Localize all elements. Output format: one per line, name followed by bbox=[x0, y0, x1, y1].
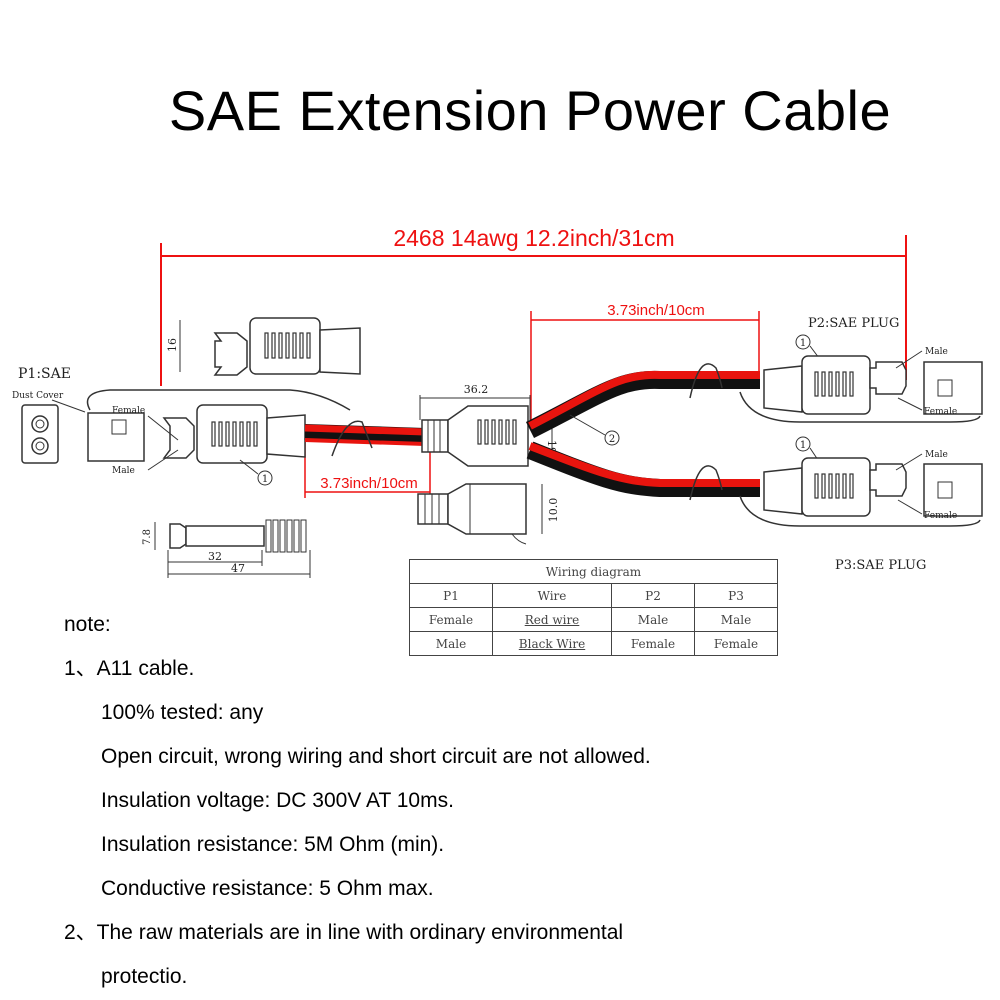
note-line: Insulation resistance: 5M Ohm (min). bbox=[101, 833, 445, 856]
p2-female-label: Female bbox=[924, 407, 957, 417]
note-item-2: 2、The raw materials are in line with ord… bbox=[64, 921, 624, 944]
wiring-cell: Male bbox=[694, 607, 778, 632]
p1-female-label: Female bbox=[112, 406, 145, 416]
lead-dimension: 3.73inch/10cm bbox=[304, 440, 431, 498]
table-row: Female Red wire Male Male bbox=[409, 607, 778, 632]
notes-section: note: 1、A11 cable. 100% tested: any Open… bbox=[64, 603, 651, 999]
wiring-cell: Female bbox=[694, 631, 778, 656]
p3-female-label: Female bbox=[924, 511, 957, 521]
p1-callout: 1 bbox=[262, 474, 268, 485]
note-item-1: 1、A11 cable. bbox=[64, 657, 195, 680]
wiring-cell: Male bbox=[611, 607, 695, 632]
branch-dimension: 3.73inch/10cm bbox=[530, 302, 760, 420]
wiring-cell: Female bbox=[409, 607, 493, 632]
wiring-table: Wiring diagram P1 Wire P2 P3 Female Red … bbox=[409, 559, 778, 656]
pin-total-label: 47 bbox=[231, 562, 245, 575]
wiring-header: P1 bbox=[409, 583, 493, 608]
sleeve-part: 10.0 bbox=[417, 483, 560, 545]
pin-length-label: 32 bbox=[208, 550, 222, 563]
overall-dimension-label: 2468 14awg 12.2inch/31cm bbox=[393, 225, 674, 251]
p1-label: P1:SAE bbox=[18, 366, 71, 382]
p3-connector: 1 Male Female P3:SAE PLUG bbox=[739, 436, 983, 573]
p3-label: P3:SAE PLUG bbox=[835, 558, 926, 573]
note-line: 100% tested: any bbox=[101, 701, 264, 724]
pin-height-label: 7.8 bbox=[142, 529, 153, 545]
lead-dimension-label: 3.73inch/10cm bbox=[320, 475, 418, 492]
sleeve-height-label: 10.0 bbox=[547, 498, 560, 523]
note-item-2-cont: protectio. bbox=[101, 965, 188, 988]
overall-dimension: 2468 14awg 12.2inch/31cm bbox=[160, 225, 907, 386]
plug-top-view: 16 bbox=[166, 317, 361, 376]
branch-dimension-label: 3.73inch/10cm bbox=[607, 302, 705, 319]
dust-cover bbox=[21, 404, 59, 464]
wiring-cell: Black Wire bbox=[492, 631, 612, 656]
table-row: Male Black Wire Female Female bbox=[409, 631, 778, 656]
p2-male-label: Male bbox=[925, 347, 948, 357]
note-line: Insulation voltage: DC 300V AT 10ms. bbox=[101, 789, 454, 812]
notes-heading: note: bbox=[64, 613, 111, 636]
plug-height-label: 16 bbox=[166, 338, 179, 352]
p1-male-label: Male bbox=[112, 466, 135, 476]
note-line: Open circuit, wrong wiring and short cir… bbox=[101, 745, 651, 768]
p2-label: P2:SAE PLUG bbox=[808, 316, 899, 331]
p3-callout: 1 bbox=[800, 440, 806, 451]
wiring-header: P3 bbox=[694, 583, 778, 608]
page-title: SAE Extension Power Cable bbox=[168, 79, 892, 142]
pin-drawing: 7.8 32 47 bbox=[142, 519, 311, 578]
wiring-cell: Male bbox=[409, 631, 493, 656]
splitter-length-label: 36.2 bbox=[464, 383, 489, 396]
branch-wires: 2 bbox=[525, 363, 760, 501]
p2-callout: 1 bbox=[800, 338, 806, 349]
p1-connector: Female Male 1 bbox=[86, 389, 351, 486]
p3-male-label: Male bbox=[925, 450, 948, 460]
note-line: Conductive resistance: 5 Ohm max. bbox=[101, 877, 434, 900]
main-lead-wire bbox=[304, 420, 426, 457]
dust-cover-label: Dust Cover bbox=[12, 391, 64, 401]
p2-connector: P2:SAE PLUG 1 Male Female bbox=[739, 316, 983, 423]
wiring-table-title: Wiring diagram bbox=[409, 559, 778, 584]
wiring-cell: Female bbox=[611, 631, 695, 656]
wire-callout: 2 bbox=[609, 434, 615, 445]
